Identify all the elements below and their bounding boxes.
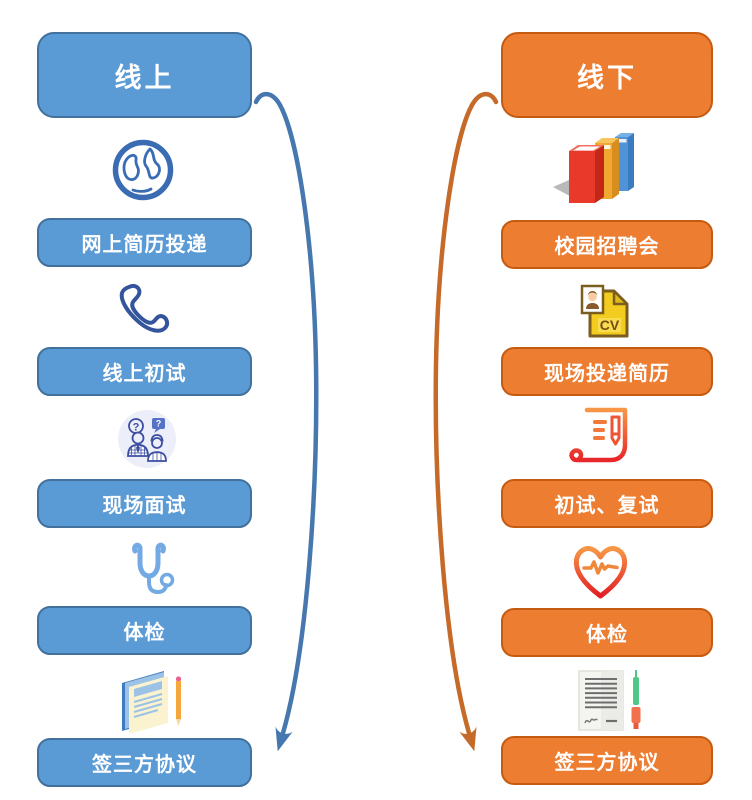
phone-icon [119,283,170,333]
offline-step-interviews: 初试、复试 [501,479,713,528]
stethoscope-icon [132,542,175,595]
scroll-pen-icon [569,407,628,463]
heart-ecg-icon [573,546,628,599]
offline-step-physical-exam: 体检 [501,608,713,657]
step-label: 体检 [123,622,166,644]
step-label: 签三方协议 [92,754,197,776]
online-step-onsite-interview: 现场面试 [37,479,252,528]
cv-label: CV [600,317,620,333]
step-label: 初试、复试 [554,495,660,517]
bubble-question-mark: ? [156,419,162,429]
online-step-physical-exam: 体检 [37,606,252,655]
online-step-first-interview: 线上初试 [37,347,252,396]
notebook-pencil-icon [122,671,182,734]
interview-people-icon: ? ? [118,410,176,468]
offline-header: 线下 [501,32,713,118]
step-label: 现场面试 [102,495,187,517]
offline-header-label: 线下 [577,62,637,93]
step-label: 线上初试 [102,363,187,385]
step-label: 现场投递简历 [544,363,670,385]
contract-pen-icon [578,670,641,731]
globe-icon [112,139,174,201]
step-label: 校园招聘会 [554,236,660,258]
question-mark: ? [133,422,140,434]
cv-document-icon: CV [580,284,629,338]
offline-step-resume-delivery: 现场投递简历 [501,347,713,396]
step-label: 网上简历投递 [81,234,208,256]
step-label: 体检 [586,624,628,646]
step-label: 签三方协议 [554,752,660,774]
online-header: 线上 [37,32,252,118]
online-flow-arrow [253,91,319,752]
offline-step-sign-agreement: 签三方协议 [501,736,713,785]
online-header-label: 线上 [114,62,175,93]
online-step-sign-agreement: 签三方协议 [37,738,252,787]
offline-flow-arrow [433,91,499,752]
books-icon [553,133,634,203]
online-step-resume: 网上简历投递 [37,218,252,267]
offline-step-job-fair: 校园招聘会 [501,220,713,269]
